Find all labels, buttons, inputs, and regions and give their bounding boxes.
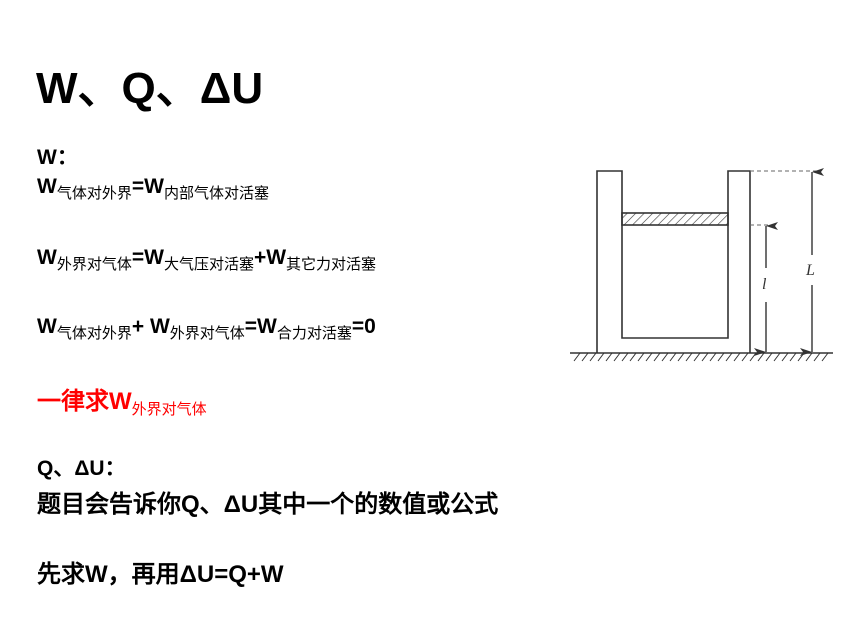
slide-title: W、Q、ΔU xyxy=(36,64,264,113)
eq-subscript: 大气压对活塞 xyxy=(163,256,254,273)
equation-2: W外界对气体=W大气压对活塞+W其它力对活塞 xyxy=(37,246,376,274)
eq-term: W xyxy=(37,246,57,269)
eq-subscript: 外界对气体 xyxy=(56,256,132,273)
piston xyxy=(621,212,729,226)
eq-subscript: 气体对外界 xyxy=(56,325,132,342)
qu-line-1: 题目会告诉你Q、ΔU其中一个的数值或公式 xyxy=(37,491,499,518)
rule-highlight: 一律求W外界对气体 xyxy=(37,381,207,419)
cylinder-outline xyxy=(596,170,751,353)
label-L: L xyxy=(805,262,815,279)
label-l: l xyxy=(762,276,767,293)
qu-heading: Q、ΔU： xyxy=(37,457,126,480)
eq-term: + W xyxy=(131,315,170,338)
eq-subscript: 气体对外界 xyxy=(56,185,132,202)
eq-subscript: 外界对气体 xyxy=(169,325,245,342)
rule-subscript: 外界对气体 xyxy=(131,401,207,418)
eq-term: +W xyxy=(253,246,287,269)
rule-text: 一律求W xyxy=(37,388,132,415)
w-heading: W： xyxy=(37,146,78,169)
equation-3: W气体对外界+ W外界对气体=W合力对活塞=0 xyxy=(37,315,376,343)
qu-line-2: 先求W，再用ΔU=Q+W xyxy=(37,561,284,588)
eq-term: =W xyxy=(244,315,277,338)
eq-subscript: 内部气体对活塞 xyxy=(163,185,269,202)
eq-subscript: 合力对活塞 xyxy=(276,325,352,342)
eq-term: W xyxy=(37,315,57,338)
eq-term: W xyxy=(37,175,57,198)
equation-1: W气体对外界=W内部气体对活塞 xyxy=(37,175,269,203)
ground-hatch xyxy=(573,352,829,362)
eq-term: =W xyxy=(131,246,164,269)
eq-subscript: 其它力对活塞 xyxy=(286,256,377,273)
eq-term: =0 xyxy=(351,315,376,338)
eq-term: =W xyxy=(131,175,164,198)
